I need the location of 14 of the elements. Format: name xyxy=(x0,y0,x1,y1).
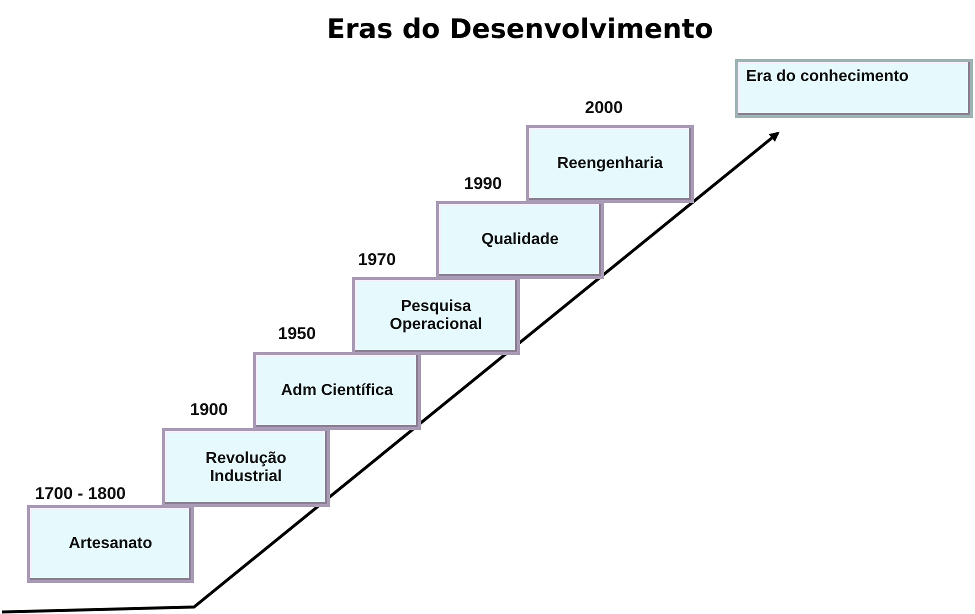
year-label: 1950 xyxy=(278,324,316,344)
diagram-title: Eras do Desenvolvimento xyxy=(326,14,714,45)
year-label: 1900 xyxy=(190,400,228,420)
year-label: 1990 xyxy=(464,174,502,194)
step-box: Artesanato xyxy=(27,505,194,583)
step-box: Era do conhecimento xyxy=(735,59,973,118)
step-box: Pesquisa Operacional xyxy=(352,277,520,355)
year-label: 1700 - 1800 xyxy=(35,484,126,504)
step-box: Adm Científica xyxy=(253,352,421,430)
year-label: 2000 xyxy=(585,98,623,118)
step-box: Revolução Industrial xyxy=(162,428,330,507)
step-box: Qualidade xyxy=(436,201,604,279)
year-label: 1970 xyxy=(358,250,396,270)
step-box: Reengenharia xyxy=(526,125,694,203)
